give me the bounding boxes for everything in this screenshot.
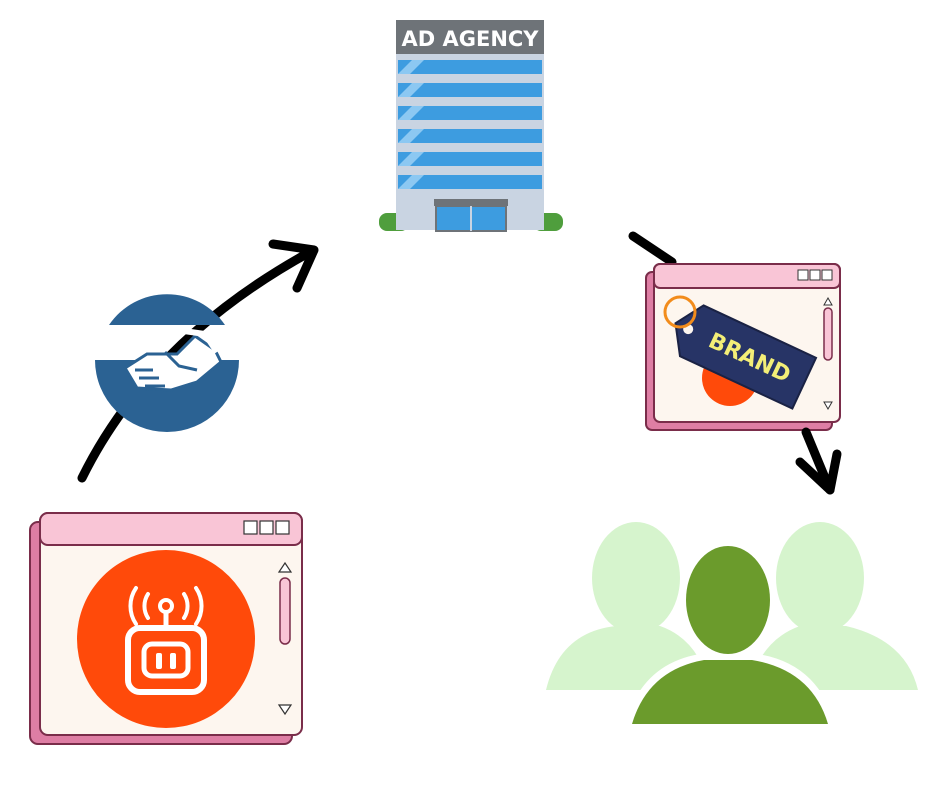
office-building-icon [379,20,563,232]
minimize-icon[interactable] [243,520,258,535]
agency-sign-text: AD AGENCY [401,27,539,51]
scroll-down-icon[interactable] [823,401,833,411]
scroll-up-icon[interactable] [277,561,293,573]
tag-ring-icon [663,295,697,329]
building-glass-shine [398,152,424,166]
building-window-band [398,129,542,143]
scrollbar[interactable] [823,307,833,361]
building-glass-shine [398,83,424,97]
building-glass-shine [398,175,424,189]
arrow-to-brand [628,231,677,267]
window-controls[interactable] [797,269,833,281]
minimize-icon[interactable] [797,269,809,281]
scroll-up-icon[interactable] [823,296,833,306]
handshake-icon [95,294,239,432]
building-glass-shine [398,129,424,143]
building-window-band [398,83,542,97]
user-group-icon [546,522,918,728]
building-window-band [398,60,542,74]
building-glass-shine [398,106,424,120]
building-window-band [398,152,542,166]
building-window-band [398,106,542,120]
close-icon[interactable] [275,520,290,535]
close-icon[interactable] [821,269,833,281]
arrow-to-audience [795,427,842,495]
maximize-icon[interactable] [809,269,821,281]
building-glass-shine [398,60,424,74]
scroll-down-icon[interactable] [277,704,293,716]
building-window-band [398,175,542,189]
robot-signal-icon [77,550,255,728]
window-controls[interactable] [243,520,290,535]
scrollbar[interactable] [279,577,291,645]
maximize-icon[interactable] [259,520,274,535]
